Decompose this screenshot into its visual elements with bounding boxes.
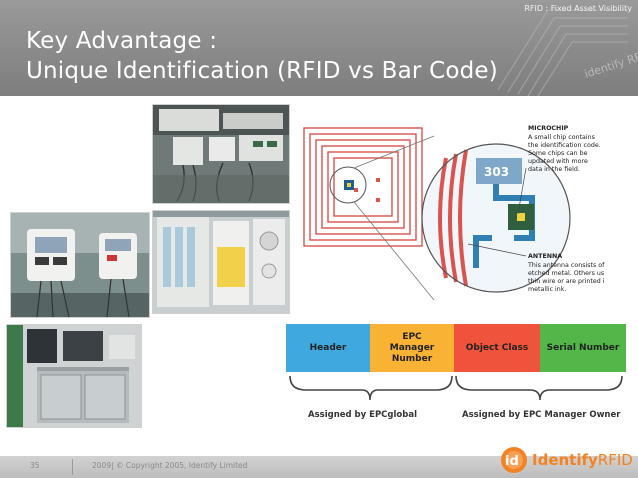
photo-flow-meters [152, 210, 290, 314]
footer-bar: 35 2009| © Copyright 2005, Identify Limi… [0, 456, 638, 478]
microchip-heading: MICROCHIP [528, 125, 569, 132]
microchip-line-1: A small chip contains [528, 134, 595, 141]
antenna-heading: ANTENNA [528, 253, 562, 260]
epc-braces [289, 375, 623, 401]
antenna-line-2: etched metal. Others us [528, 270, 604, 277]
antenna-line-4: metallic ink. [528, 286, 566, 293]
logo-product: RFID [597, 451, 633, 469]
footer-divider [72, 459, 73, 475]
epc-segment-serial: Serial Number [540, 324, 626, 372]
slide-title: Key Advantage : Unique Identification (R… [26, 26, 498, 86]
logo-brand: Identify [532, 451, 598, 469]
title-line-2: Unique Identification (RFID vs Bar Code) [26, 58, 498, 84]
microchip-line-2: the identification code. [528, 142, 601, 149]
rfid-tag-diagram: 303 MICROCHIP A small chip contains the … [296, 118, 634, 314]
photo-medical-rack [152, 104, 290, 204]
watermark-text: identify RFID [583, 47, 638, 81]
logo-wordmark: IdentifyRFID [532, 451, 633, 469]
page-number: 35 [30, 461, 40, 470]
antenna-line-1: This antenna consists of [527, 262, 605, 269]
microchip-line-4: updated with more [528, 158, 588, 165]
photo-steel-cabinet [6, 324, 142, 428]
epc-structure: Header EPC Manager Number Object Class S… [286, 324, 626, 420]
title-band: identify RFID RFID : Fixed Asset Visibil… [0, 0, 638, 96]
assigned-by-manager-owner: Assigned by EPC Manager Owner [462, 410, 621, 420]
antenna-watermark: identify RFID [497, 9, 638, 96]
epc-segment-object-class: Object Class [454, 324, 540, 372]
title-line-1: Key Advantage : [26, 28, 218, 54]
header-tag: RFID : Fixed Asset Visibility [524, 4, 632, 13]
logo-mark: id [505, 454, 519, 469]
chip-number: 303 [484, 165, 509, 179]
microchip-line-3: Some chips can be [528, 150, 588, 157]
copyright-text: 2009| © Copyright 2005, Identify Limited [92, 461, 248, 470]
coil-antenna [303, 127, 423, 247]
assigned-by-epcglobal: Assigned by EPCglobal [308, 410, 417, 420]
microchip-line-5: data in the field. [528, 166, 580, 173]
epc-segments: Header EPC Manager Number Object Class S… [286, 324, 626, 372]
antenna-line-3: thin wire or are printed i [528, 278, 605, 285]
photo-infusion-pumps [10, 212, 150, 318]
epc-segment-header: Header [286, 324, 370, 372]
magnified-chip: 303 [421, 143, 571, 293]
identify-rfid-logo: id IdentifyRFID [500, 446, 636, 474]
epc-segment-manager: EPC Manager Number [370, 324, 454, 372]
id-logo-icon: id [501, 447, 527, 473]
